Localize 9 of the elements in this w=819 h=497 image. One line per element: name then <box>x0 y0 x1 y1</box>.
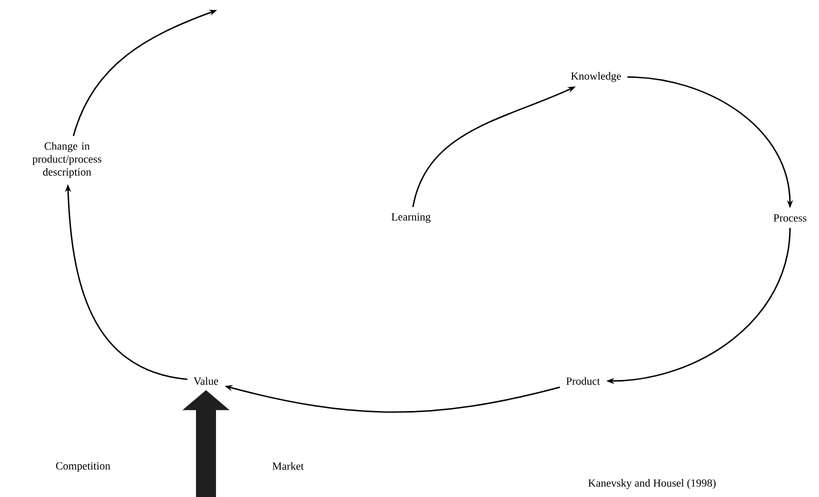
node-label: Value <box>194 377 218 385</box>
node-label: Change in product/process description <box>32 142 102 178</box>
text-label: Market <box>272 462 304 470</box>
text-label: Kanevsky and Housel (1998) <box>588 479 716 489</box>
node-label: Learning <box>392 213 431 223</box>
node-label: Knowledge <box>571 72 621 82</box>
node-label: Process <box>774 214 806 222</box>
text-label: Competition <box>56 462 110 472</box>
node-label: Product <box>566 377 600 385</box>
